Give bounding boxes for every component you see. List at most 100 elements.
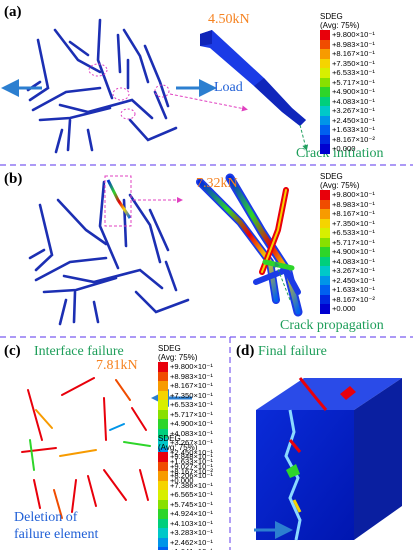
legend_c1-row: +3.267×10⁻¹ (158, 438, 213, 448)
legend_b-value: +5.717×10⁻¹ (332, 237, 375, 247)
legend_b-value: +6.533×10⁻¹ (332, 228, 375, 237)
legend_a-value: +2.450×10⁻¹ (332, 115, 375, 125)
panel-b-label: (b) (4, 171, 23, 187)
legend_c2-swatch (158, 461, 168, 471)
legend_c2-value: +2.462×10⁻¹ (170, 537, 213, 547)
legend_b-row: +8.167×10⁻¹ (320, 209, 375, 219)
legend_c2-value: +3.283×10⁻¹ (170, 528, 213, 537)
legend_c2-value: +4.103×10⁻¹ (170, 518, 213, 528)
legend_c2-swatch (158, 490, 168, 500)
legend_c1-value: +6.533×10⁻¹ (170, 400, 213, 409)
legend_c2-row: +8.206×10⁻¹ (158, 471, 213, 481)
legend_b-value: +8.167×10⁻² (332, 294, 375, 304)
legend_a-swatch (320, 30, 330, 40)
legend_a-row: +6.533×10⁻¹ (320, 68, 375, 78)
legend_c2-value: +5.745×10⁻¹ (170, 499, 213, 509)
panel-a-load-value: 4.50kN (208, 12, 250, 27)
legend-a-title: SDEG (320, 12, 343, 21)
legend_b-value: +8.983×10⁻¹ (332, 199, 375, 209)
legend_c1-swatch (158, 390, 168, 400)
legend_b-value: +4.083×10⁻¹ (332, 256, 375, 266)
legend_b-value: +9.800×10⁻¹ (332, 190, 375, 199)
panel-c-damaged-fibers (21, 377, 151, 519)
legend_a-value: +4.083×10⁻¹ (332, 96, 375, 106)
legend_c2-swatch (158, 518, 168, 528)
panel-b-crack-arrow (274, 261, 291, 301)
legend_a-value: +9.800×10⁻¹ (332, 30, 375, 39)
panel-b-zoom-fibers (196, 173, 303, 317)
legend_c2-swatch (158, 471, 168, 481)
legend_b-value: +8.167×10⁻¹ (332, 209, 375, 218)
panel-b-fiber-network (28, 180, 190, 326)
legend_c2-swatch (158, 528, 168, 538)
panel-c-interface-caption: Interface failure (34, 344, 124, 359)
legend_c2-row: +1.641×10⁻¹ (158, 547, 213, 550)
legend_c1-swatch (158, 381, 168, 391)
legend_a-row: +0.000 (320, 144, 375, 154)
legend_b-row: +8.983×10⁻¹ (320, 199, 375, 209)
legend_c1-row: +6.533×10⁻¹ (158, 400, 213, 410)
legend_c1-value: +2.450×10⁻¹ (170, 447, 213, 457)
legend_a-value: +6.533×10⁻¹ (332, 68, 375, 77)
legend_a-swatch (320, 125, 330, 135)
legend_b-swatch (320, 237, 330, 247)
legend_c1-value: +0.000 (170, 476, 194, 485)
legend_a-value: +4.900×10⁻¹ (332, 87, 375, 96)
legend_c2-value: +7.386×10⁻¹ (170, 480, 213, 490)
legend_a-row: +1.633×10⁻¹ (320, 125, 375, 135)
legend_c1-value: +8.167×10⁻¹ (170, 381, 213, 390)
legend_b-swatch (320, 209, 330, 219)
legend-b-title: SDEG (320, 172, 343, 181)
legend_b-swatch (320, 199, 330, 209)
panel-a-load-caption: Load (214, 80, 243, 95)
legend_c2-value: +9.848×10⁻¹ (170, 452, 213, 461)
legend_a-value: +7.350×10⁻¹ (332, 58, 375, 68)
legend_c2-swatch (158, 499, 168, 509)
legend_a-value: +8.167×10⁻¹ (332, 49, 375, 58)
panel-d-final-caption: Final failure (258, 344, 327, 359)
legend_a-swatch (320, 58, 330, 68)
legend-a: SDEG (Avg: 75%) +9.800×10⁻¹+8.983×10⁻¹+8… (320, 12, 375, 154)
legend_a-swatch (320, 87, 330, 97)
legend_c2-row: +3.283×10⁻¹ (158, 528, 213, 538)
legend_c1-row: +4.900×10⁻¹ (158, 419, 213, 429)
legend_b-swatch (320, 304, 330, 314)
panel-c-load-value: 7.81kN (96, 358, 138, 373)
legend_a-row: +3.267×10⁻¹ (320, 106, 375, 116)
legend-c1-title: SDEG (158, 344, 181, 353)
panel-b-crack-caption: Crack propagation (280, 318, 384, 333)
legend_c2-row: +2.462×10⁻¹ (158, 537, 213, 547)
legend_a-value: +8.167×10⁻² (332, 134, 375, 144)
legend_a-row: +5.717×10⁻¹ (320, 77, 375, 87)
legend_a-swatch (320, 144, 330, 154)
panel-c-deletion-caption-line1: Deletion of (14, 510, 78, 525)
legend_c2-row: +7.386×10⁻¹ (158, 480, 213, 490)
panel-a-label: (a) (4, 4, 22, 20)
legend_b-value: +4.900×10⁻¹ (332, 247, 375, 256)
legend_c1-swatch (158, 438, 168, 448)
legend_b-row: +4.083×10⁻¹ (320, 256, 375, 266)
legend_c1-value: +3.267×10⁻¹ (170, 438, 213, 447)
legend_a-swatch (320, 115, 330, 125)
legend_b-swatch (320, 285, 330, 295)
legend_b-swatch (320, 247, 330, 257)
legend_b-row: +2.450×10⁻¹ (320, 275, 375, 285)
panel-a-crack-arrow (299, 124, 309, 151)
legend_b-value: +3.267×10⁻¹ (332, 266, 375, 275)
legend_c1-row: +8.167×10⁻¹ (158, 381, 213, 391)
legend_b-swatch (320, 266, 330, 276)
legend_c2-swatch (158, 547, 168, 550)
legend_a-row: +9.800×10⁻¹ (320, 30, 375, 40)
legend_c1-row: +5.717×10⁻¹ (158, 409, 213, 419)
legend_c1-value: +1.633×10⁻¹ (170, 457, 213, 466)
legend_c1-swatch (158, 362, 168, 372)
panel-b-damaged-fiber-small (106, 179, 132, 219)
legend_b-row: +0.000 (320, 304, 375, 314)
legend_c2-row: +4.103×10⁻¹ (158, 518, 213, 528)
panel-a-fiber-network (26, 18, 178, 154)
legend-b: SDEG (Avg: 75%) +9.800×10⁻¹+8.983×10⁻¹+8… (320, 172, 375, 314)
legend_b-swatch (320, 294, 330, 304)
legend_c2-swatch (158, 480, 168, 490)
